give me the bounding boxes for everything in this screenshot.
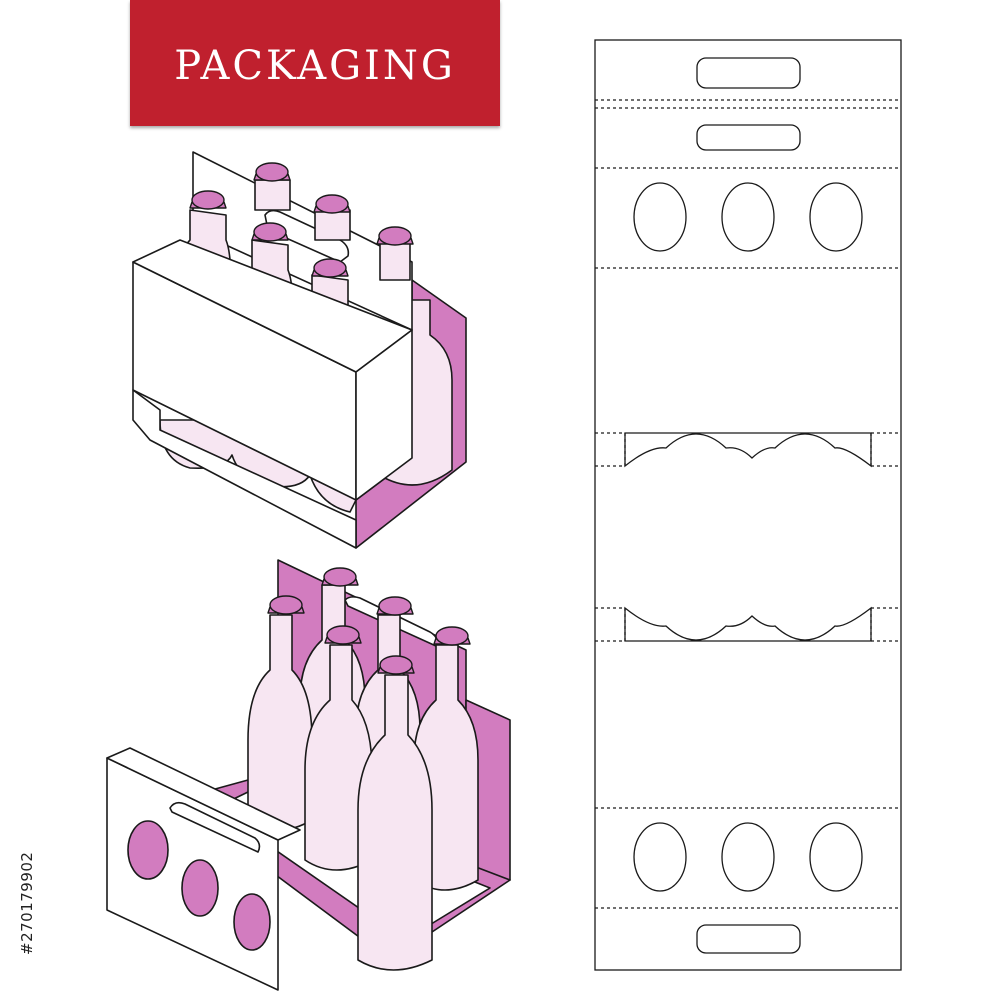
dieline-handle-slot [696, 924, 801, 954]
bottle-cap [376, 226, 414, 246]
bottle-cap [189, 190, 227, 210]
bottle-cap [324, 625, 362, 645]
dieline-handle-slot [696, 124, 801, 151]
dieline-bottle-hole [721, 182, 775, 252]
dieline-divider-tab [624, 606, 872, 642]
banner-title: PACKAGING [174, 43, 456, 89]
dieline-bottle-hole [633, 182, 687, 252]
bottle-cap [267, 595, 305, 615]
carrier-bottom [132, 389, 357, 549]
bottle-cap [313, 194, 351, 214]
dieline-handle-slot [696, 57, 801, 89]
bottle-cap [376, 596, 414, 616]
bottle-cap [251, 222, 289, 242]
packaging-banner: PACKAGING [130, 0, 500, 126]
dieline-divider-tab [624, 432, 872, 468]
bottle-hole [181, 859, 219, 917]
bottle-cap [321, 567, 359, 587]
bottle-hole [127, 820, 169, 880]
bottle-hole [233, 893, 271, 951]
closed-carrier-illustration [132, 151, 467, 549]
dieline-bottle-hole [633, 822, 687, 892]
bottle-cap [377, 655, 415, 675]
bottle-cap [433, 626, 471, 646]
open-carrier-illustration [106, 559, 511, 991]
stock-id-watermark: #270179902 [18, 851, 36, 955]
dieline-template [594, 39, 902, 971]
handle-hole [169, 801, 261, 853]
dieline-bottle-hole [809, 822, 863, 892]
carrier-front-wall-top [106, 747, 301, 841]
dieline-bottle-hole [721, 822, 775, 892]
dieline-fold-lines [595, 99, 901, 909]
bottle-cap [253, 162, 291, 182]
dieline-bottle-hole [809, 182, 863, 252]
carrier-right-face [355, 329, 413, 501]
dieline-outline [594, 39, 902, 971]
bottle-cap [311, 258, 349, 278]
front-row-bottles [247, 614, 433, 971]
